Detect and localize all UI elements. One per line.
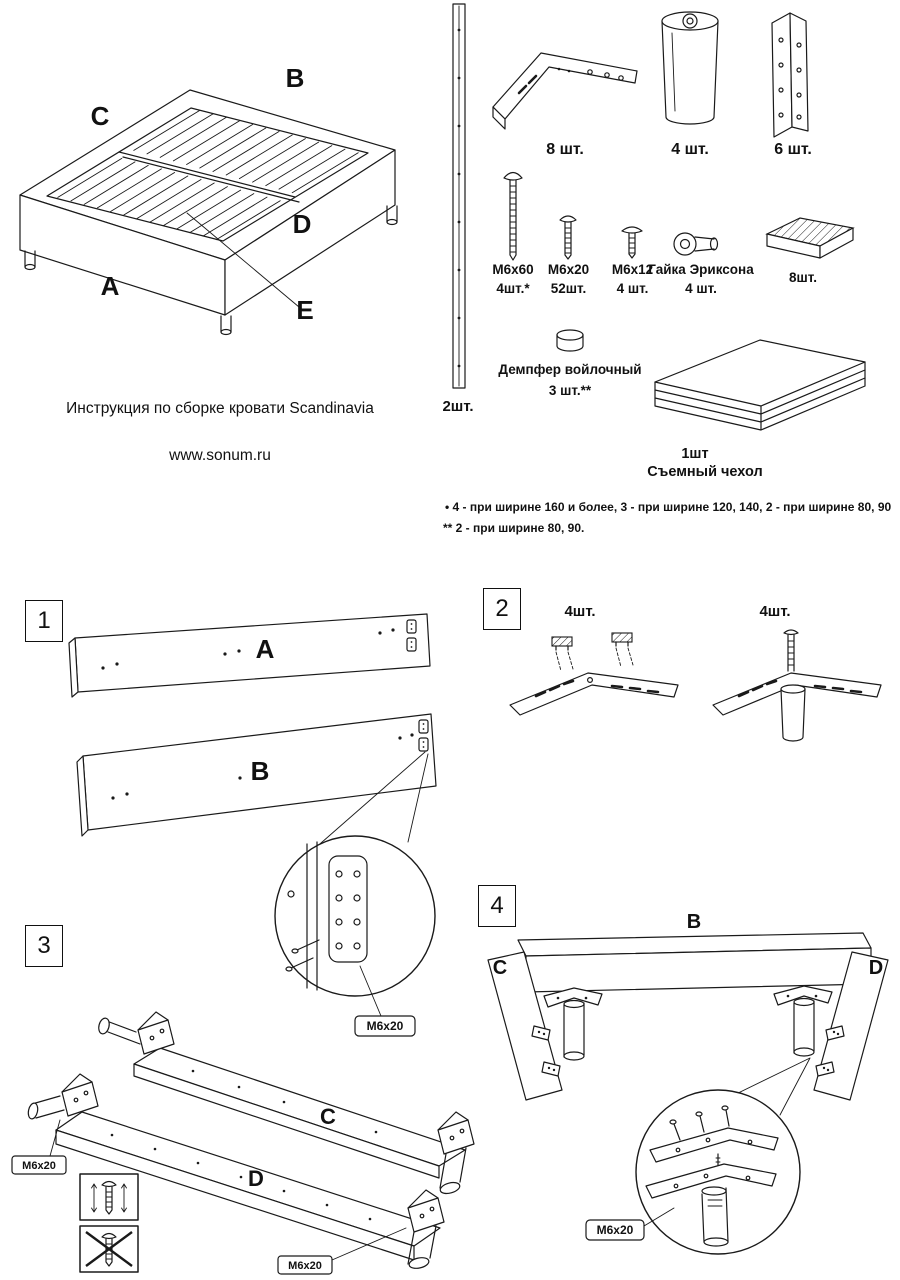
frame-corner-drawing: B C D (487, 911, 889, 1101)
step-3-number: 3 (25, 925, 63, 967)
step4-callout-label: М6х20 (597, 1223, 634, 1237)
nut-label: Гайка Эриксона (648, 262, 754, 277)
bed-assembled-drawing: C B A D E (19, 63, 398, 336)
step2-qty-right: 4шт. (759, 603, 790, 620)
bolt-m6x12-label: М6х12 (611, 262, 654, 277)
bolt-m6x20-qty: 52шт. (550, 281, 587, 296)
angle-qty-label: 6 шт. (774, 141, 812, 158)
erikson-nut-icon (673, 232, 719, 256)
bracket-with-leg-drawing (712, 629, 882, 742)
step-4-digit: 4 (490, 892, 504, 919)
step-1-number: 1 (25, 600, 63, 642)
step3-callout-left-box (11, 1155, 67, 1175)
cover-qty: 1шт (681, 446, 709, 462)
leg-qty-label: 4 шт. (671, 141, 709, 158)
step4-label-b: B (687, 911, 701, 933)
bolt-m6x60-label: М6х60 (492, 262, 534, 277)
footnote-2: ** 2 - при ширине 80, 90. (443, 521, 585, 535)
center-rail-part-icon (452, 3, 466, 389)
cover-label: Съемный чехол (647, 464, 763, 480)
step1-callout-box (354, 1015, 416, 1037)
step-4-number: 4 (478, 885, 516, 927)
bolt-m6x60-icon (503, 171, 523, 261)
bed-label-b: B (286, 63, 305, 93)
bracket-qty-label: 8 шт. (546, 141, 584, 158)
step1-label-a: A (256, 634, 275, 664)
cover-part-icon (654, 339, 866, 431)
bed-label-d: D (293, 209, 312, 239)
step-4-drawing: B C D (487, 911, 889, 1255)
leg-part-icon (661, 11, 719, 125)
doc-website: www.sonum.ru (169, 447, 271, 464)
bolt-m6x20-label: М6х20 (547, 262, 590, 277)
damper-qty: 3 шт.** (548, 383, 592, 398)
bed-label-c: C (91, 101, 110, 131)
corner-bracket-part-icon (492, 52, 638, 130)
damper-pad-icon (611, 632, 633, 643)
rail-d-drawing: D (27, 1073, 445, 1269)
footnote-1: • 4 - при ширине 160 и более, 3 - при ши… (445, 500, 892, 514)
damper-label: Демпфер войлочный (498, 362, 642, 377)
bolt-m6x12-icon (621, 226, 643, 259)
zoom-detail-circle-step4 (635, 1089, 801, 1255)
step-1-digit: 1 (37, 607, 51, 634)
step1-callout-label: М6х20 (367, 1019, 404, 1033)
step4-label-c: C (493, 957, 507, 979)
step3-label-d: D (248, 1166, 264, 1191)
step4-callout-box (585, 1219, 645, 1241)
step-3-drawing: C D М6х20 М6х20 (11, 1011, 475, 1275)
corner-pad-icon (765, 217, 855, 259)
panel-a-drawing: A (68, 613, 431, 698)
damper-pad-icon (551, 636, 573, 647)
bed-label-a: A (101, 271, 120, 301)
step2-qty-left: 4шт. (564, 603, 595, 620)
step-2-drawing: 4шт. 4шт. (509, 603, 882, 742)
nut-qty: 4 шт. (685, 281, 717, 296)
bolt-m6x12-qty: 4 шт. (616, 281, 649, 296)
bolt-m6x20-icon (559, 215, 577, 260)
bracket-with-dampers-drawing (509, 632, 679, 716)
step-1-drawing: A B М6х20 (68, 613, 437, 1037)
step-2-number: 2 (483, 588, 521, 630)
step-2-digit: 2 (495, 595, 509, 622)
step4-label-d: D (869, 957, 883, 979)
step3-callout-right-box (277, 1255, 333, 1275)
bolt-m6x60-qty: 4шт.* (496, 281, 530, 296)
angle-bracket-part-icon (771, 12, 809, 138)
step-3-digit: 3 (37, 932, 51, 959)
doc-title: Инструкция по сборке кровати Scandinavia (66, 400, 374, 417)
rail-c-drawing: C (98, 1011, 475, 1195)
felt-damper-icon (556, 329, 584, 352)
panel-b-drawing: B (76, 713, 437, 837)
step3-callout-left-label: М6х20 (22, 1160, 56, 1172)
step3-callout-right-label: М6х20 (288, 1260, 322, 1272)
bed-leg-icons (24, 205, 398, 336)
zoom-detail-circle-step1 (274, 835, 436, 997)
screw-flush-icon (79, 1173, 139, 1221)
step3-label-c: C (320, 1104, 336, 1129)
step1-label-b: B (251, 756, 270, 786)
bed-label-e: E (296, 295, 313, 325)
pad-qty: 8шт. (789, 270, 817, 285)
rail-qty-label: 2шт. (442, 398, 474, 415)
no-screw-icon (79, 1225, 139, 1273)
